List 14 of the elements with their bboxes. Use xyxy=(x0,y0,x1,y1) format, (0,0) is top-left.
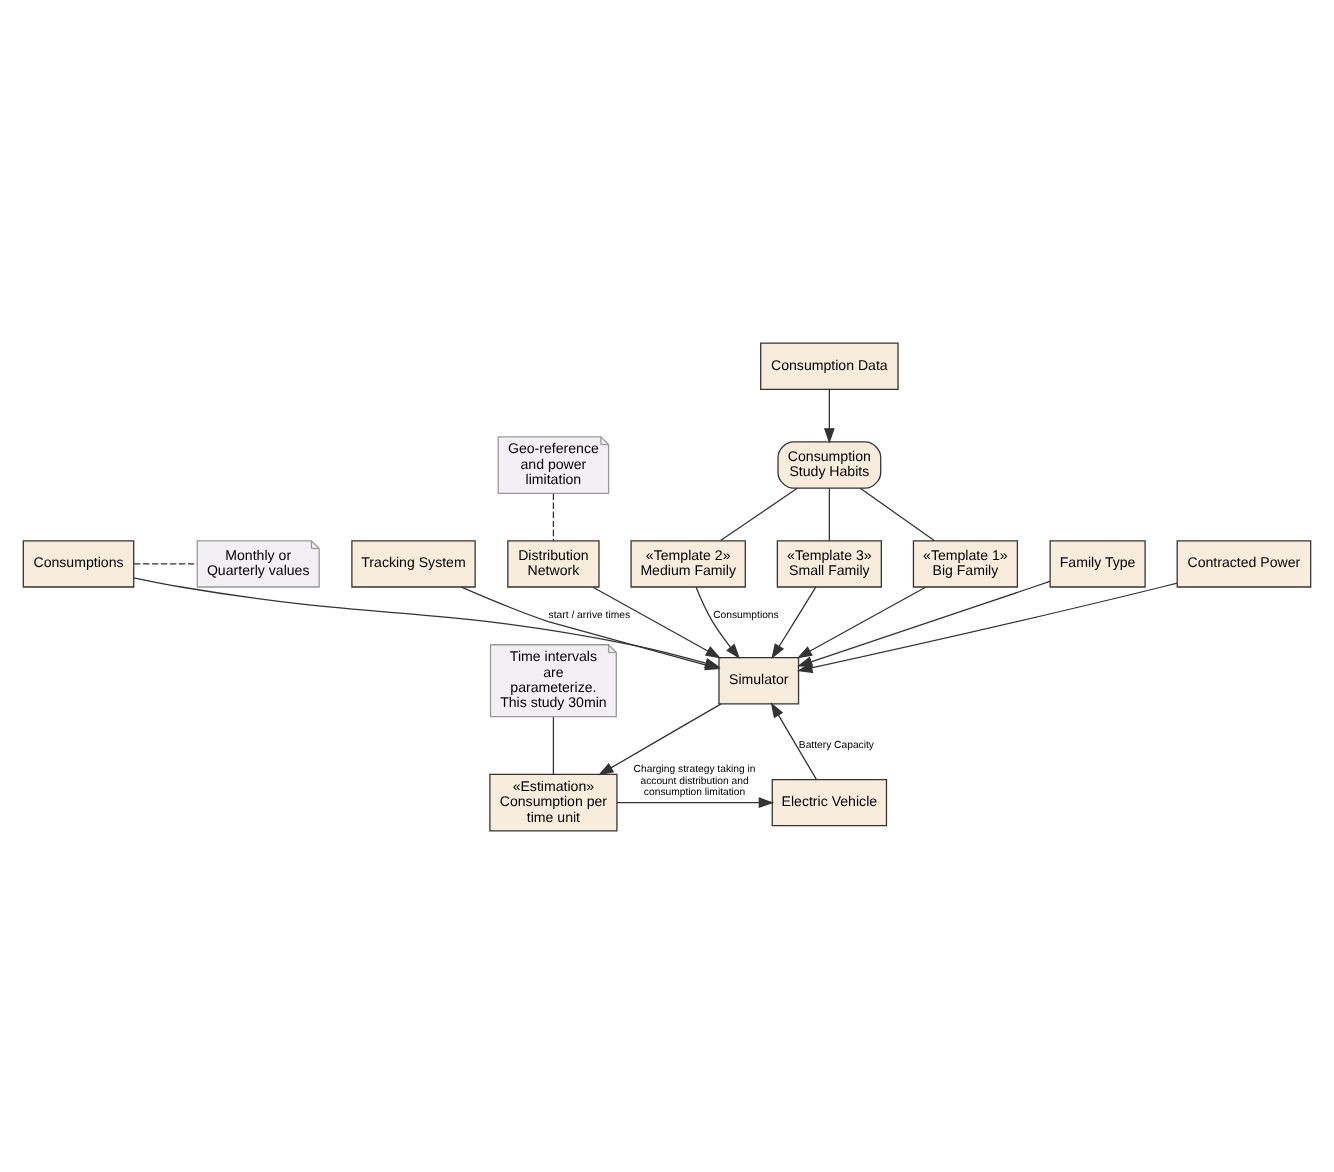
arrow xyxy=(592,585,721,658)
arrow xyxy=(616,796,775,808)
arrow xyxy=(823,387,835,443)
connector xyxy=(552,492,555,541)
arrow xyxy=(770,701,817,779)
arrow xyxy=(695,585,741,658)
connector xyxy=(828,486,830,541)
arrow xyxy=(796,585,927,658)
connector xyxy=(859,486,935,541)
connector xyxy=(133,562,198,564)
arrow xyxy=(598,702,722,775)
connector xyxy=(552,715,555,774)
arrow xyxy=(771,585,817,659)
connector xyxy=(719,486,798,541)
